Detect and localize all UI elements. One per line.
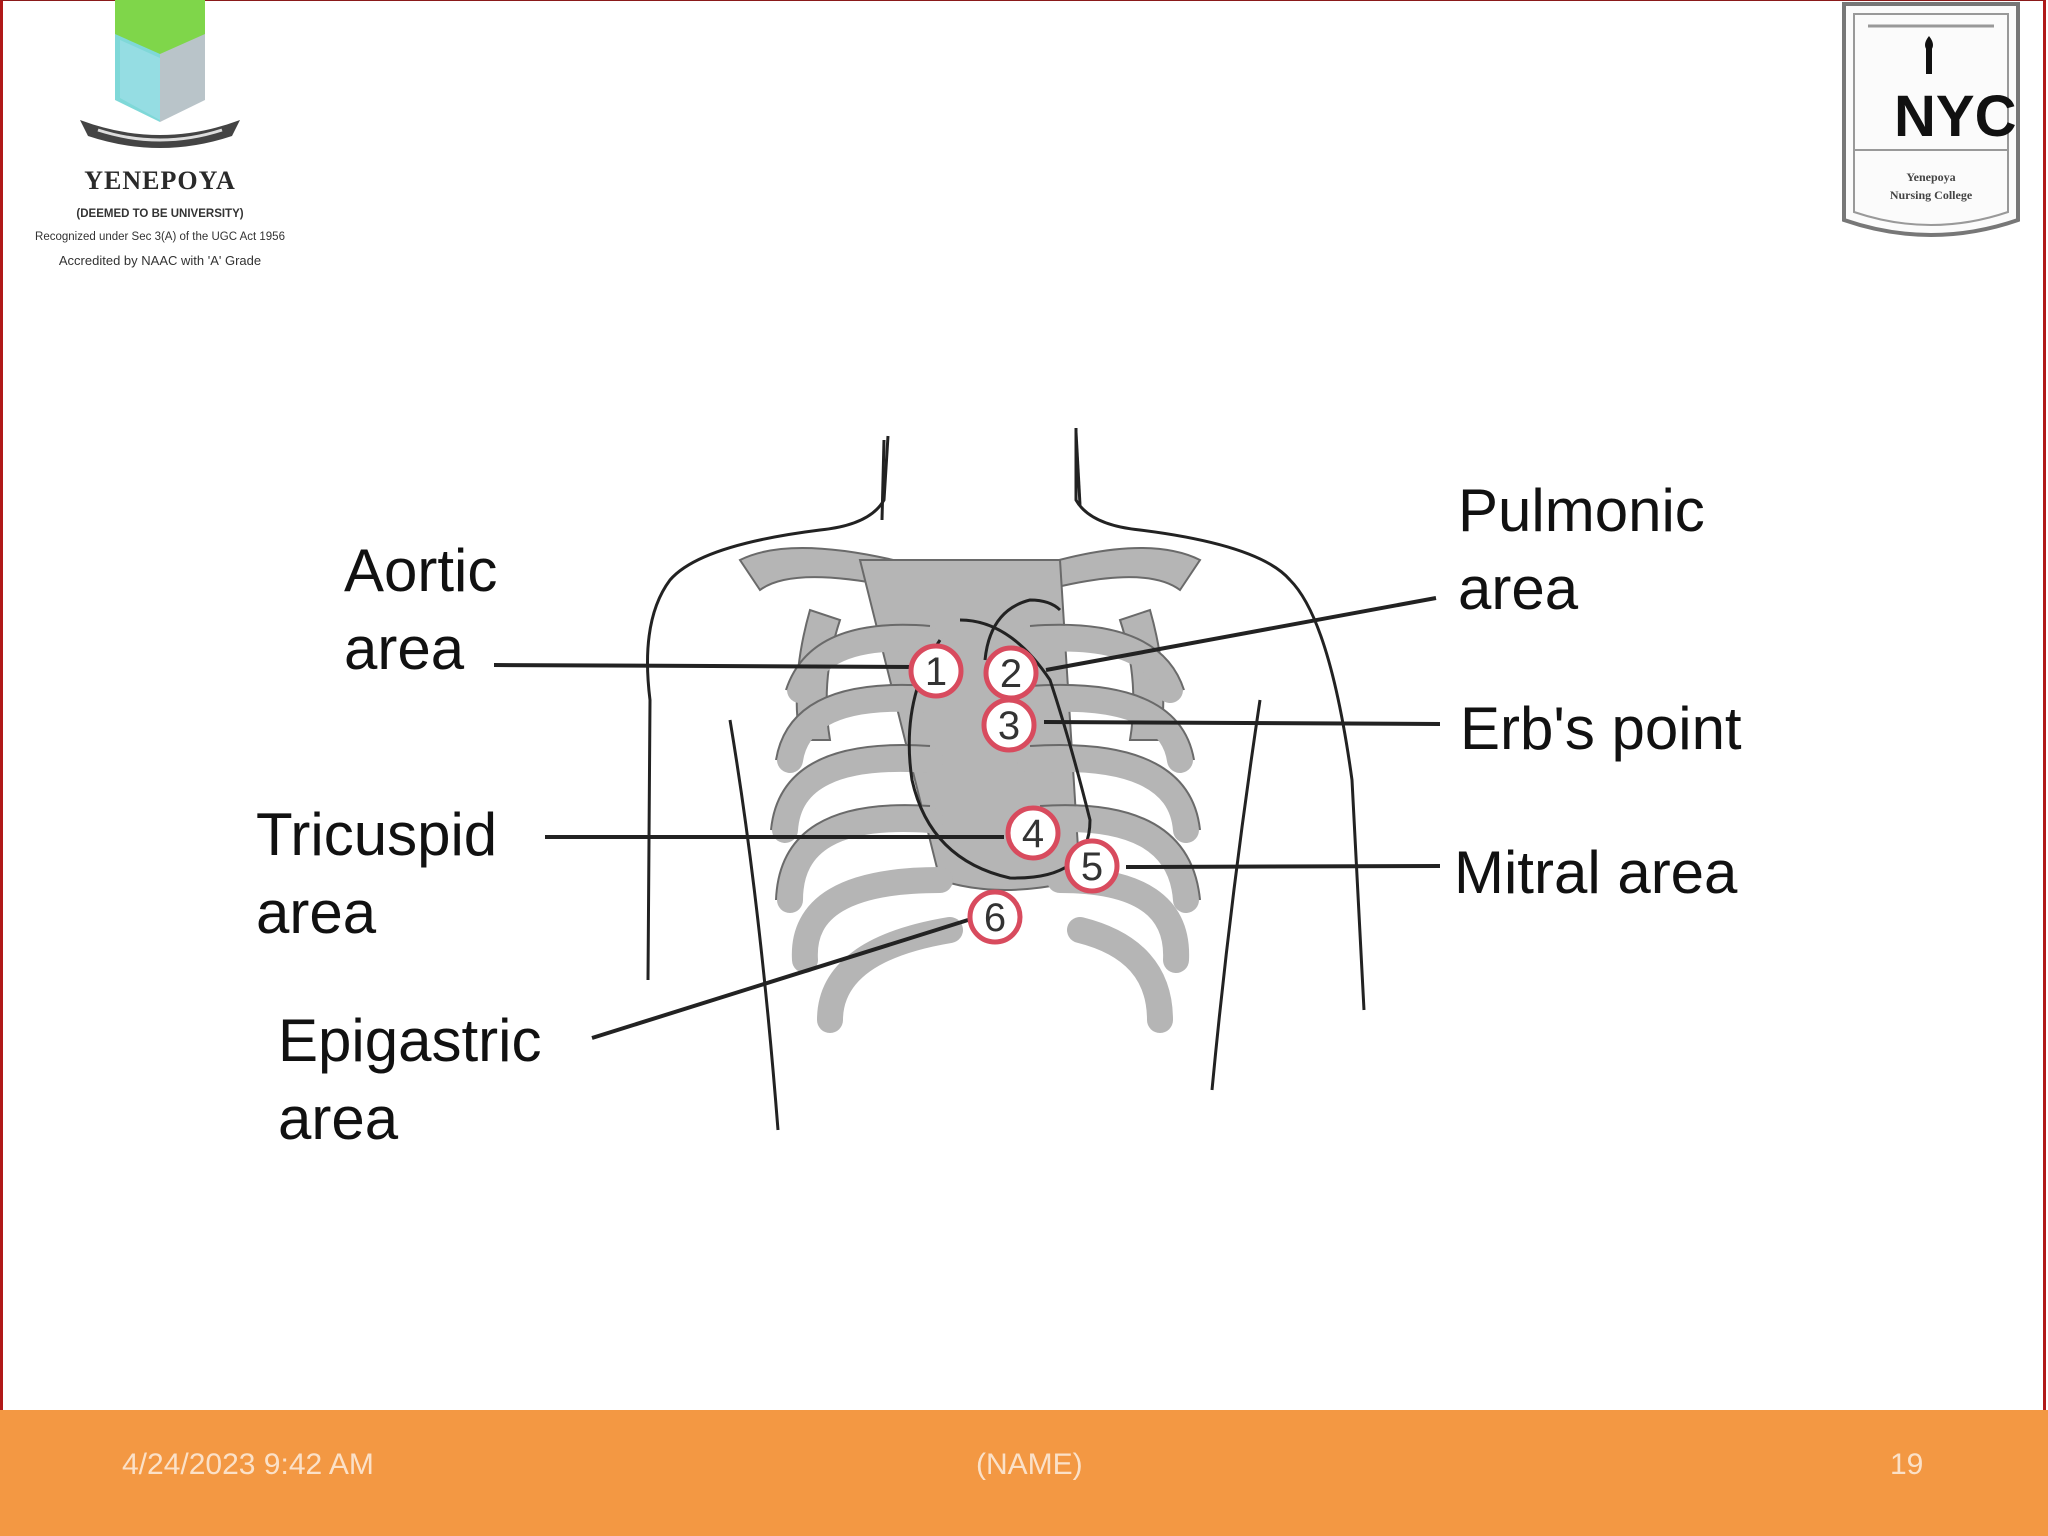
- svg-text:2: 2: [1000, 652, 1022, 696]
- epigastric-line: [591, 918, 969, 1040]
- svg-text:NYC: NYC: [1894, 84, 2016, 149]
- rib-outlines: [770, 623, 1201, 901]
- leader-lines: [493, 596, 1441, 1040]
- svg-text:3: 3: [998, 704, 1020, 748]
- college-name: Yenepoya Nursing College: [1858, 168, 2004, 204]
- university-recognition: Recognized under Sec 3(A) of the UGC Act…: [35, 231, 285, 243]
- great-vessel: [983, 598, 1062, 661]
- marker-3: 3: [981, 697, 1037, 753]
- marker-4: 4: [1005, 805, 1061, 861]
- auscultation-markers: 1 2 3 4 5 6: [908, 643, 1120, 945]
- svg-text:1: 1: [925, 650, 947, 694]
- university-accreditation: Accredited by NAAC with 'A' Grade: [58, 253, 262, 268]
- svg-text:6: 6: [984, 896, 1006, 940]
- marker-1: 1: [908, 643, 964, 699]
- heart-outline: [907, 618, 1092, 880]
- college-crest: NYC: [1842, 2, 2020, 237]
- yenepoya-logo: YENEPOYA (DEEMED TO BE UNIVERSITY) Recog…: [0, 0, 320, 280]
- mitral-area-label: Mitral area: [1454, 839, 1738, 906]
- svg-text:4: 4: [1022, 812, 1044, 856]
- college-name-line2: Nursing College: [1889, 188, 1973, 202]
- college-name-line1: Yenepoya: [1906, 170, 1956, 184]
- slide-number: 19: [1890, 1448, 1924, 1481]
- pulmonic-area-label: Pulmonic area: [1458, 477, 1705, 622]
- ribs: [772, 625, 1199, 1033]
- torso-outline: [646, 428, 1366, 1131]
- pulmonic-line: [1045, 596, 1437, 672]
- marker-6: 6: [967, 889, 1023, 945]
- nursing-college-logo: NYC Yenepoya Nursing College: [1838, 0, 2024, 244]
- footer-date: 4/24/2023 9:42 AM: [122, 1448, 374, 1481]
- aortic-area-label: Aortic area: [344, 537, 498, 682]
- marker-2: 2: [983, 645, 1039, 701]
- footer-name: (NAME): [976, 1448, 1083, 1481]
- erbs-point-label: Erb's point: [1460, 695, 1742, 762]
- epigastric-area-label: Epigastric area: [278, 1007, 542, 1152]
- slide-footer: 4/24/2023 9:42 AM (NAME) 19: [0, 1410, 2048, 1536]
- marker-5: 5: [1064, 838, 1120, 894]
- university-name: YENEPOYA: [84, 166, 236, 195]
- yenepoya-emblem: [80, 0, 240, 148]
- aortic-line: [493, 663, 917, 669]
- tricuspid-area-label: Tricuspid area: [256, 801, 498, 946]
- university-status: (DEEMED TO BE UNIVERSITY): [76, 208, 244, 220]
- svg-text:5: 5: [1081, 845, 1103, 889]
- erbs-line: [1043, 720, 1441, 726]
- mitral-line: [1125, 864, 1441, 869]
